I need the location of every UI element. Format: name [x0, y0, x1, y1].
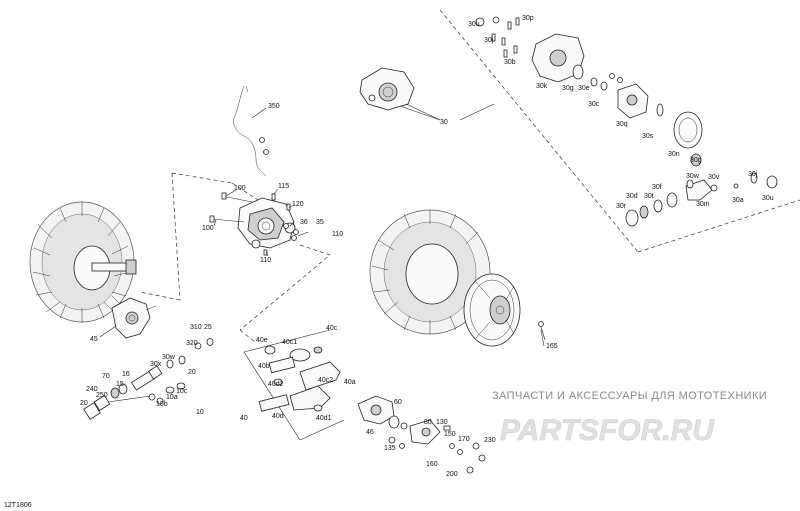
callout-30u-top: 30u [468, 21, 480, 28]
callout-30g-mid: 30g [690, 157, 702, 164]
callout-30g-top: 30g [562, 85, 574, 92]
callout-200: 200 [446, 471, 458, 478]
callout-240: 240 [86, 386, 98, 393]
callout-30j-right: 30j [748, 171, 758, 178]
callout-70: 70 [102, 373, 110, 380]
lug-nut-165 [538, 321, 546, 341]
callout-25: 25 [204, 324, 212, 331]
callout-100-upper: 100 [234, 185, 246, 192]
callout-120: 120 [292, 201, 304, 208]
callout-130: 130 [436, 419, 448, 426]
front-propeller-shaft-10 [83, 338, 214, 420]
callout-30v: 30v [708, 174, 720, 181]
callout-30b: 30b [504, 59, 516, 66]
callout-310: 310 [190, 324, 202, 331]
front-differential [209, 85, 299, 256]
callout-30j-top: 30j [484, 37, 494, 44]
front-tire-right [369, 209, 491, 335]
callout-30u-right: 30u [762, 195, 774, 202]
callout-30f: 30f [652, 184, 662, 191]
callout-30q: 30q [616, 121, 628, 128]
callout-30p: 30p [522, 15, 534, 22]
callout-15: 15 [116, 381, 124, 388]
callout-30c: 30c [588, 101, 600, 108]
callout-40b: 40b [258, 363, 270, 370]
callout-30: 30 [440, 119, 448, 126]
callout-labels: 350 100 100 115 120 36 35 110 110 45 310… [80, 15, 774, 478]
callout-160: 160 [426, 461, 438, 468]
callout-40e: 40e [256, 337, 268, 344]
callout-30d: 30d [626, 193, 638, 200]
callout-30x: 30x [150, 361, 162, 368]
callout-30t: 30t [644, 193, 654, 200]
callout-10c: 10c [176, 388, 188, 395]
callout-110-bottom: 110 [260, 257, 271, 264]
callout-16: 16 [122, 371, 130, 378]
callout-350: 350 [268, 103, 280, 110]
callout-30n: 30n [668, 151, 680, 158]
callout-20-right: 20 [188, 369, 196, 376]
callout-36: 36 [300, 219, 308, 226]
callout-10a: 10a [166, 394, 178, 401]
front-tire-left [29, 201, 137, 323]
callout-250: 250 [96, 392, 108, 399]
callout-40: 40 [240, 415, 248, 422]
callout-40c2: 40c2 [318, 377, 333, 384]
callout-320: 320 [186, 340, 198, 347]
callout-45: 45 [90, 336, 98, 343]
watermark-tagline: ЗАПЧАСТИ И АКСЕССУАРЫ ДЛЯ МОТОТЕХНИКИ [492, 390, 767, 402]
callout-170: 170 [458, 436, 470, 443]
callout-40c1: 40c1 [282, 339, 297, 346]
callout-30s: 30s [642, 133, 654, 140]
callout-leaders [99, 103, 545, 347]
drive-shaft-40 [243, 329, 345, 441]
callout-165: 165 [546, 343, 558, 350]
diagram-reference-number: 12T1806 [4, 502, 32, 509]
callout-60: 60 [394, 399, 402, 406]
callout-30e: 30e [578, 85, 590, 92]
rear-differential-30 [359, 9, 800, 253]
callout-30m: 30m [696, 201, 710, 208]
callout-30a: 30a [732, 197, 744, 204]
callout-20-left: 20 [80, 400, 88, 407]
callout-100-lower: 100 [202, 225, 214, 232]
callout-30w: 30w [162, 354, 176, 361]
callout-230: 230 [484, 437, 496, 444]
callout-35: 35 [316, 219, 324, 226]
callout-10: 10 [196, 409, 204, 416]
callout-30r: 30r [616, 203, 627, 210]
callout-110-right: 110 [332, 231, 343, 238]
callout-40a: 40a [344, 379, 356, 386]
wheel-rim [463, 273, 521, 347]
callout-40c: 40c [326, 325, 338, 332]
watermark: ЗАПЧАСТИ И АКСЕССУАРЫ ДЛЯ МОТОТЕХНИКИ PA… [492, 390, 767, 447]
callout-30k: 30k [536, 83, 548, 90]
callout-115: 115 [278, 183, 289, 190]
watermark-logo: PARTSFOR.RU [500, 414, 715, 447]
assembly-dashed-outlines [139, 172, 331, 343]
callout-80: 80 [424, 419, 432, 426]
wheel-hub-group [357, 395, 486, 474]
callout-150: 150 [444, 431, 456, 438]
callout-40d: 40d [272, 413, 284, 420]
callout-40d1: 40d1 [316, 415, 332, 422]
callout-30w-right: 30w [686, 173, 700, 180]
knuckle-45 [111, 295, 157, 339]
callout-135: 135 [384, 445, 396, 452]
callout-40d2: 40d2 [268, 381, 284, 388]
callout-10b: 10b [156, 401, 168, 408]
callout-46: 46 [366, 429, 374, 436]
